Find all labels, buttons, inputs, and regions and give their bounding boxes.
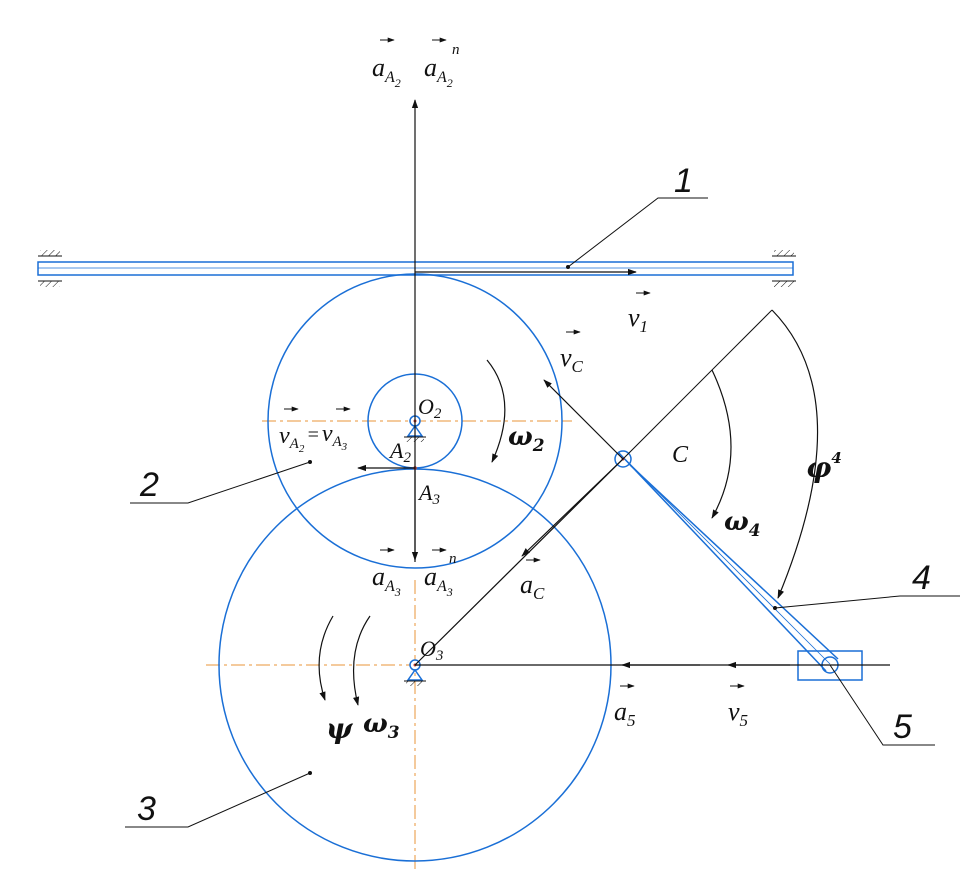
svg-text:n: n bbox=[452, 42, 460, 58]
label-o2: O2 bbox=[418, 394, 442, 422]
label-a5: a5 bbox=[614, 683, 636, 730]
label-a-a2: aA2 bbox=[372, 37, 401, 90]
label-c: C bbox=[672, 442, 689, 468]
part-label-3: 3 bbox=[137, 790, 156, 828]
label-a-a3-n: n aA3 bbox=[424, 547, 457, 599]
label-v1: v1 bbox=[628, 290, 651, 336]
svg-text:v5: v5 bbox=[728, 697, 748, 730]
svg-text:aA3: aA3 bbox=[372, 562, 401, 599]
part-label-4: 4 bbox=[912, 559, 931, 597]
label-omega2: ω2 bbox=[508, 422, 545, 456]
link-4 bbox=[617, 451, 839, 672]
svg-text:a5: a5 bbox=[614, 697, 636, 730]
label-a2: A2 bbox=[388, 438, 411, 466]
leader-1 bbox=[567, 197, 708, 268]
arc-omega4 bbox=[711, 369, 732, 519]
arc-phi4 bbox=[771, 309, 819, 599]
label-v-a2-equals-v-a3: vA2=vA3 bbox=[279, 406, 351, 455]
label-omega3: ω3 bbox=[363, 709, 400, 743]
leader-3 bbox=[125, 772, 311, 828]
arc-psi bbox=[318, 615, 334, 701]
svg-text:n: n bbox=[449, 551, 457, 567]
label-a3: A3 bbox=[417, 480, 440, 508]
svg-text:vC: vC bbox=[560, 343, 584, 376]
svg-text:aC: aC bbox=[520, 570, 545, 603]
svg-text:aA2: aA2 bbox=[424, 53, 453, 90]
label-v-c: vC bbox=[560, 329, 584, 376]
svg-text:v1: v1 bbox=[628, 303, 648, 336]
line-o3-c bbox=[414, 458, 624, 666]
label-a-a3: aA3 bbox=[372, 547, 401, 599]
arc-omega3 bbox=[353, 615, 371, 706]
svg-text:vA2=vA3: vA2=vA3 bbox=[279, 421, 348, 455]
arrow-v-c bbox=[543, 379, 624, 460]
ground-hatch-right bbox=[772, 250, 796, 287]
label-psi: ψ bbox=[326, 712, 354, 745]
part-label-2: 2 bbox=[139, 466, 159, 504]
label-omega4: ω4 bbox=[724, 507, 761, 541]
reference-line-phi bbox=[622, 309, 773, 460]
label-o3: O3 bbox=[420, 636, 443, 664]
arc-omega2 bbox=[486, 359, 506, 463]
ground-hatch-left bbox=[38, 250, 62, 287]
label-v5: v5 bbox=[728, 683, 748, 730]
part-label-1: 1 bbox=[674, 162, 693, 200]
label-a-a2-n: n aA2 bbox=[424, 37, 460, 90]
part-label-5: 5 bbox=[893, 708, 912, 746]
leader-2 bbox=[130, 461, 311, 504]
svg-text:aA3: aA3 bbox=[424, 562, 453, 599]
joint-c bbox=[614, 450, 632, 468]
arrow-a-c bbox=[521, 458, 624, 557]
leader-5 bbox=[829, 664, 935, 746]
label-phi4: φ4 bbox=[806, 449, 842, 484]
svg-text:aA2: aA2 bbox=[372, 53, 401, 90]
label-a-c: aC bbox=[520, 557, 545, 603]
leader-4 bbox=[774, 595, 960, 609]
